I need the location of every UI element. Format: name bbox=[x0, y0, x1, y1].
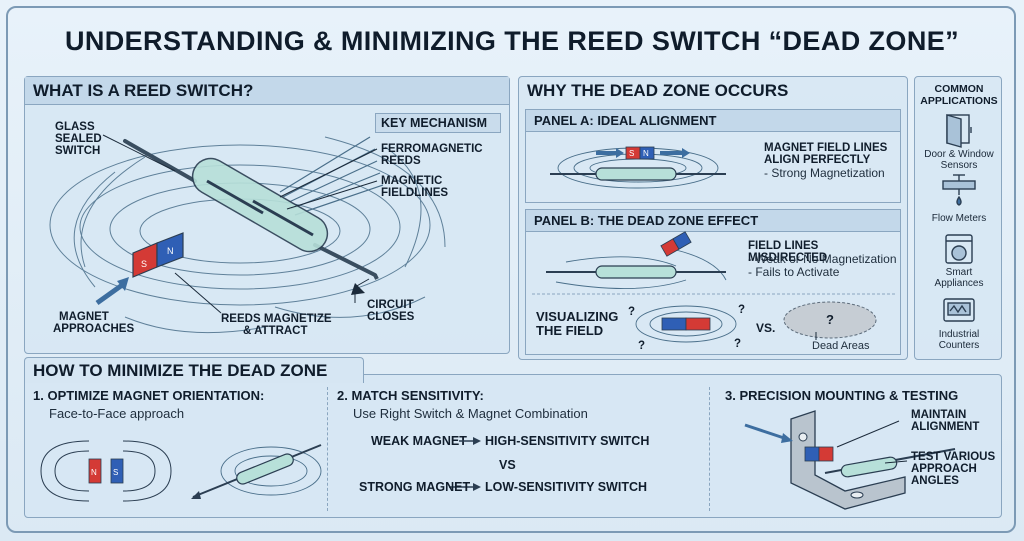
what-is-panel: WHAT IS A REED SWITCH? bbox=[24, 76, 510, 354]
panel-b-line2: - Weak or No Magnetization bbox=[748, 252, 897, 266]
faucet-icon bbox=[942, 174, 976, 206]
app-industrial-label-1: Industrial bbox=[938, 329, 980, 340]
panel-a-line3: - Strong Magnetization bbox=[764, 166, 885, 180]
s1-pole-s: S bbox=[113, 468, 118, 477]
magnet-label-1: MAGNET bbox=[59, 311, 109, 323]
glass-label-2: SEALED bbox=[55, 133, 102, 145]
maintain-label-2: ALIGNMENT bbox=[911, 421, 980, 433]
question-mark-1: ? bbox=[628, 306, 636, 318]
fieldlines-label-1: MAGNETIC bbox=[381, 175, 443, 187]
panel-a-pole-n: N bbox=[643, 149, 649, 158]
why-panel: WHY THE DEAD ZONE OCCURS PANEL A: IDEAL … bbox=[518, 76, 908, 360]
ferro-label-2: REEDS bbox=[381, 155, 421, 167]
magnet-pole-n: N bbox=[167, 246, 174, 256]
panel-b: PANEL B: THE DEAD ZONE EFFECT bbox=[525, 209, 901, 355]
question-mark-2: ? bbox=[738, 304, 746, 316]
question-mark-3: ? bbox=[638, 340, 646, 352]
what-is-heading: WHAT IS A REED SWITCH? bbox=[25, 77, 509, 105]
panel-a: PANEL A: IDEAL ALIGNMENT S N MAGNET FIEL… bbox=[525, 109, 901, 203]
s2-vs-label: VS bbox=[499, 458, 516, 472]
dead-areas-label: Dead Areas bbox=[812, 340, 870, 352]
app-smart-label-1: Smart bbox=[945, 267, 973, 278]
vs-label: VS. bbox=[756, 321, 776, 335]
panel-b-line3: - Fails to Activate bbox=[748, 265, 840, 279]
applications-heading-1: COMMON bbox=[934, 83, 984, 95]
counter-icon bbox=[943, 298, 975, 322]
applications-panel: COMMON APPLICATIONS bbox=[914, 76, 1002, 360]
panel-b-illustration bbox=[532, 231, 896, 343]
s1-illustration: N S bbox=[40, 440, 322, 502]
glass-label-3: SWITCH bbox=[55, 145, 101, 157]
magnet: S N bbox=[132, 232, 184, 278]
app-flow-label: Flow Meters bbox=[931, 213, 987, 224]
maintain-label-1: MAINTAIN bbox=[911, 409, 967, 421]
panel-a-pole-s: S bbox=[629, 149, 634, 158]
circuit-label-2: CLOSES bbox=[367, 311, 415, 323]
reeds-label-1: REEDS MAGNETIZE bbox=[221, 313, 332, 325]
panel-a-illustration: S N bbox=[550, 146, 726, 189]
applications-heading-2: APPLICATIONS bbox=[920, 95, 998, 107]
why-heading: WHY THE DEAD ZONE OCCURS bbox=[527, 81, 789, 100]
s2-sub: Use Right Switch & Magnet Combination bbox=[353, 406, 588, 421]
washer-icon bbox=[945, 234, 973, 264]
reed-switch-illustration: S N bbox=[49, 134, 446, 334]
key-mechanism-box bbox=[375, 113, 501, 133]
strong-magnet-label: STRONG MAGNET bbox=[359, 480, 471, 494]
s1-title: 1. OPTIMIZE MAGNET ORIENTATION: bbox=[33, 388, 265, 403]
low-sensitivity-label: LOW-SENSITIVITY SWITCH bbox=[485, 480, 648, 494]
s2-title: 2. MATCH SENSITIVITY: bbox=[337, 388, 484, 403]
divider-2 bbox=[709, 387, 710, 511]
panel-b-heading: PANEL B: THE DEAD ZONE EFFECT bbox=[526, 210, 900, 232]
ferro-label-1: FERROMAGNETIC bbox=[381, 143, 483, 155]
app-door-label-2: Sensors bbox=[940, 160, 978, 171]
door-icon bbox=[946, 114, 972, 148]
outer-frame bbox=[6, 6, 1016, 533]
question-mark-4: ? bbox=[734, 338, 742, 350]
circuit-label-1: CIRCUIT bbox=[367, 299, 414, 311]
question-mark-5: ? bbox=[826, 312, 834, 327]
test-label-2: APPROACH bbox=[911, 463, 977, 475]
app-door-label-1: Door & Window bbox=[924, 149, 994, 160]
panel-a-line2: ALIGN PERFECTLY bbox=[764, 154, 871, 166]
how-panel: HOW TO MINIMIZE THE DEAD ZONE 1. OPTIMIZ… bbox=[24, 357, 1002, 518]
weak-magnet-label: WEAK MAGNET bbox=[371, 434, 467, 448]
panel-a-heading: PANEL A: IDEAL ALIGNMENT bbox=[526, 110, 900, 132]
key-mechanism-heading: KEY MECHANISM bbox=[381, 116, 488, 130]
page-title: UNDERSTANDING & MINIMIZING THE REED SWIT… bbox=[64, 26, 960, 56]
fieldlines-label-2: FIELDLINES bbox=[381, 187, 449, 199]
s1-sub: Face-to-Face approach bbox=[49, 406, 185, 421]
applications-icons bbox=[942, 114, 976, 322]
s2-arrows bbox=[449, 437, 481, 491]
divider-1 bbox=[327, 387, 328, 511]
magnet-label-2: APPROACHES bbox=[53, 323, 135, 335]
s3-title: 3. PRECISION MOUNTING & TESTING bbox=[725, 388, 959, 403]
visualizing-label-2: THE FIELD bbox=[536, 323, 604, 338]
glass-tube bbox=[191, 157, 329, 253]
s3-illustration bbox=[744, 410, 956, 510]
glass-label-1: GLASS bbox=[55, 121, 95, 133]
app-smart-label-2: Appliances bbox=[934, 278, 984, 289]
panel-a-line1: MAGNET FIELD LINES bbox=[764, 142, 888, 154]
reeds-label-2: & ATTRACT bbox=[243, 325, 308, 337]
how-heading-tab bbox=[24, 357, 364, 383]
test-label-3: ANGLES bbox=[911, 475, 959, 487]
panel-b-line1: FIELD LINES MISDIRECTED bbox=[748, 240, 828, 264]
app-industrial-label-2: Counters bbox=[938, 340, 980, 351]
visualizing-label-1: VISUALIZING bbox=[536, 309, 619, 324]
high-sensitivity-label: HIGH-SENSITIVITY SWITCH bbox=[485, 434, 650, 448]
magnet-pole-s: S bbox=[141, 259, 147, 269]
s1-pole-n: N bbox=[91, 468, 97, 477]
test-label-1: TEST VARIOUS bbox=[911, 451, 996, 463]
how-heading: HOW TO MINIMIZE THE DEAD ZONE bbox=[33, 361, 328, 380]
